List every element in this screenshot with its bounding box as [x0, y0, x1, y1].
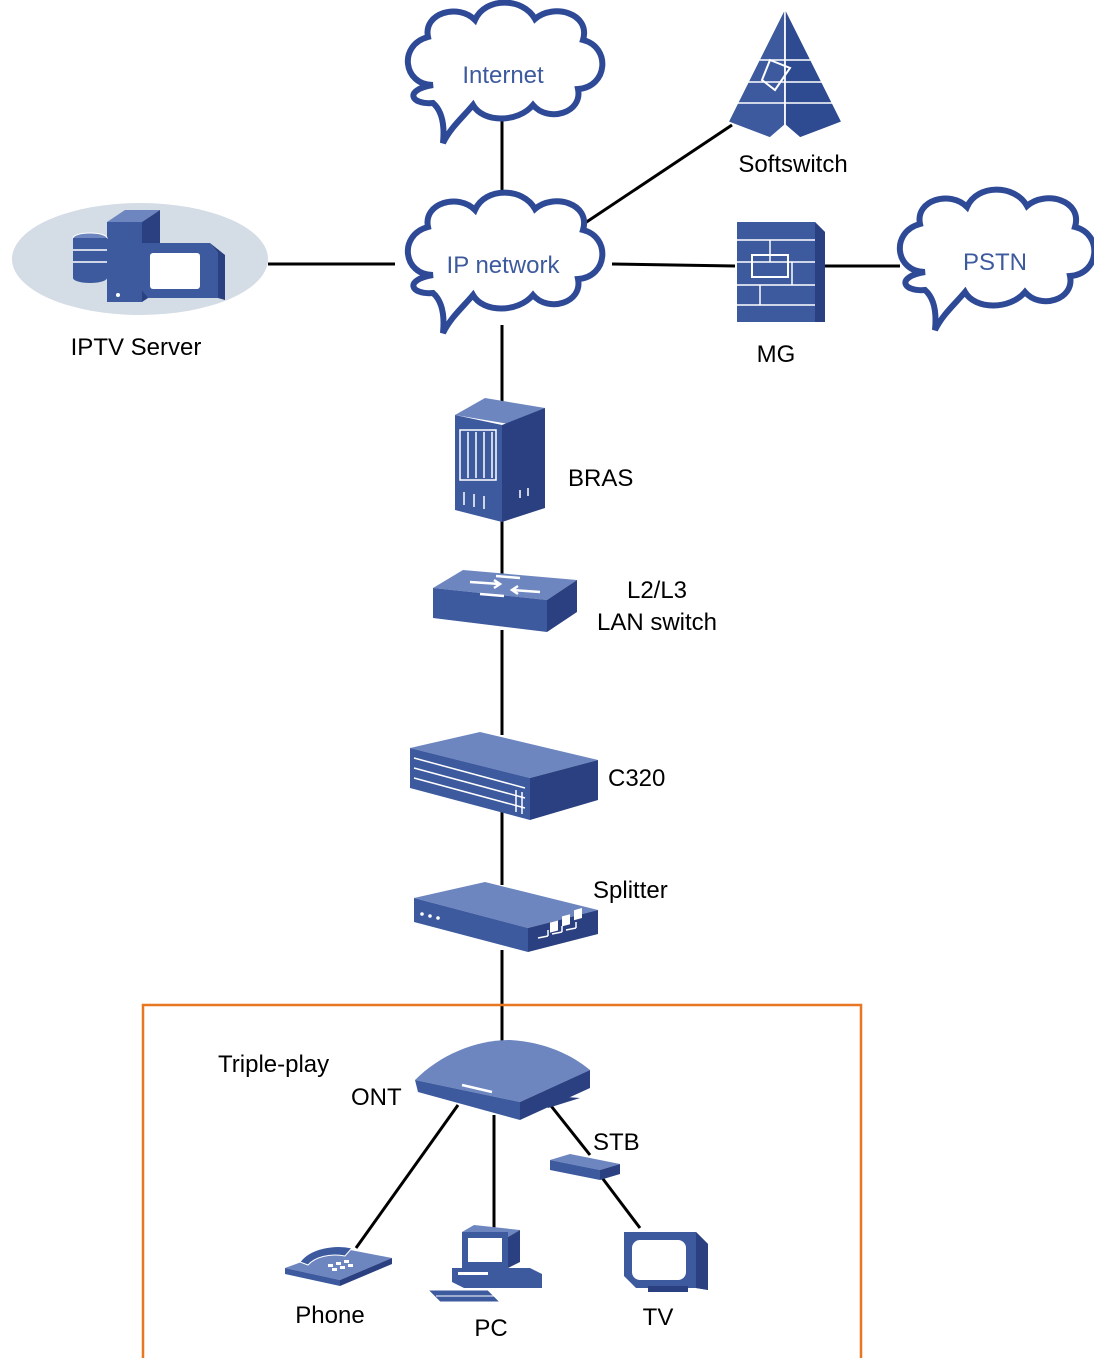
lan-switch-icon [433, 570, 577, 632]
pstn-label: PSTN [963, 249, 1027, 276]
splitter-icon [414, 882, 598, 952]
ip-network-label: IP network [447, 252, 561, 279]
softswitch-icon [726, 7, 844, 139]
tv-icon [624, 1232, 708, 1292]
link-stb-tv [598, 1174, 642, 1229]
connection-lines [268, 120, 900, 1249]
tv-label: TV [643, 1304, 674, 1331]
bras-label: BRAS [568, 465, 633, 492]
link-ont-phone [354, 1104, 460, 1249]
pc-icon [426, 1225, 542, 1303]
splitter-label: Splitter [593, 877, 668, 904]
pstn-cloud: PSTN [900, 190, 1094, 330]
ip-network-cloud: IP network [408, 193, 603, 333]
ont-label: ONT [351, 1084, 402, 1111]
mg-icon [737, 222, 825, 322]
triple-play-label: Triple-play [218, 1051, 329, 1078]
internet-label: Internet [462, 62, 544, 89]
ont-icon [415, 908, 590, 1120]
phone-label: Phone [295, 1302, 364, 1329]
phone-icon [285, 1246, 392, 1286]
link-ipnet-mg [611, 262, 736, 268]
lan-switch-label-line2: LAN switch [597, 609, 717, 636]
softswitch-label: Softswitch [738, 151, 847, 178]
iptv-server-icon [12, 203, 268, 315]
internet-cloud: Internet [408, 3, 603, 143]
triple-play-frame [141, 1003, 863, 1358]
lan-switch-label-line1: L2/L3 [627, 577, 687, 604]
mg-label: MG [757, 341, 796, 368]
iptv-server-label: IPTV Server [71, 334, 202, 361]
link-ipnet-softswitch [581, 123, 733, 227]
c320-icon [410, 732, 598, 820]
c320-label: C320 [608, 765, 665, 792]
stb-label: STB [593, 1129, 640, 1156]
stb-icon [550, 1154, 620, 1180]
bras-icon [455, 398, 545, 522]
pc-label: PC [474, 1315, 507, 1342]
